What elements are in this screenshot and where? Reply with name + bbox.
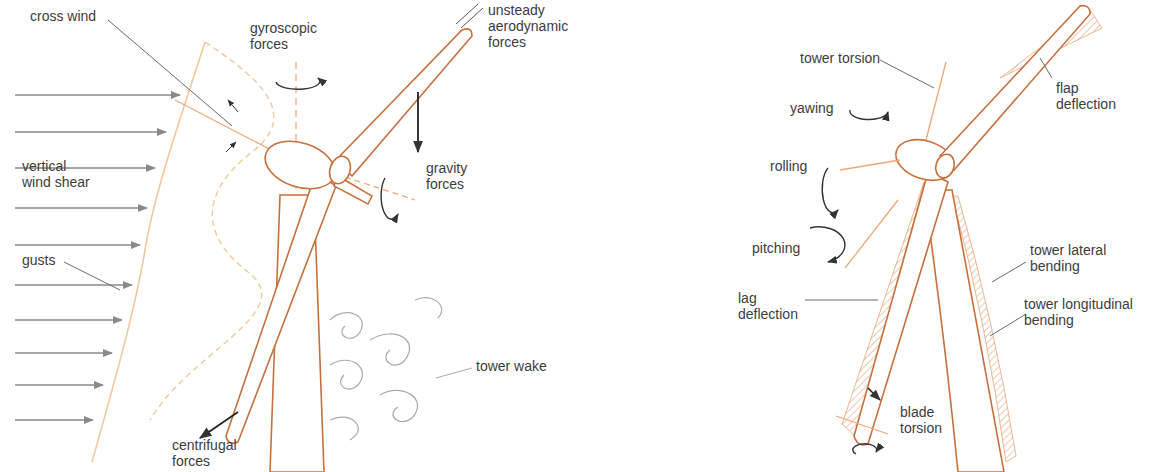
part-label: unsteady aerodynamic forces — [488, 2, 578, 50]
part-label: vertical wind shear — [22, 158, 94, 190]
part-label: gyroscopic forces — [250, 20, 330, 52]
part-label: flap deflection — [1056, 80, 1128, 112]
part-label: tower longitudinal bending — [1024, 296, 1154, 328]
part-label: yawing — [790, 100, 834, 116]
part-label: centrifugal forces — [172, 437, 252, 469]
part-label: tower lateral bending — [1030, 242, 1126, 274]
part-label: tower torsion — [800, 50, 880, 66]
part-label: gusts — [22, 252, 55, 268]
part-label: tower wake — [476, 358, 547, 374]
part-label: lag deflection — [738, 290, 806, 322]
part-label: gravity forces — [426, 160, 486, 192]
part-label: blade torsion — [900, 404, 956, 436]
part-label: cross wind — [30, 8, 96, 24]
part-label: pitching — [752, 240, 800, 256]
part-label: rolling — [770, 158, 807, 174]
